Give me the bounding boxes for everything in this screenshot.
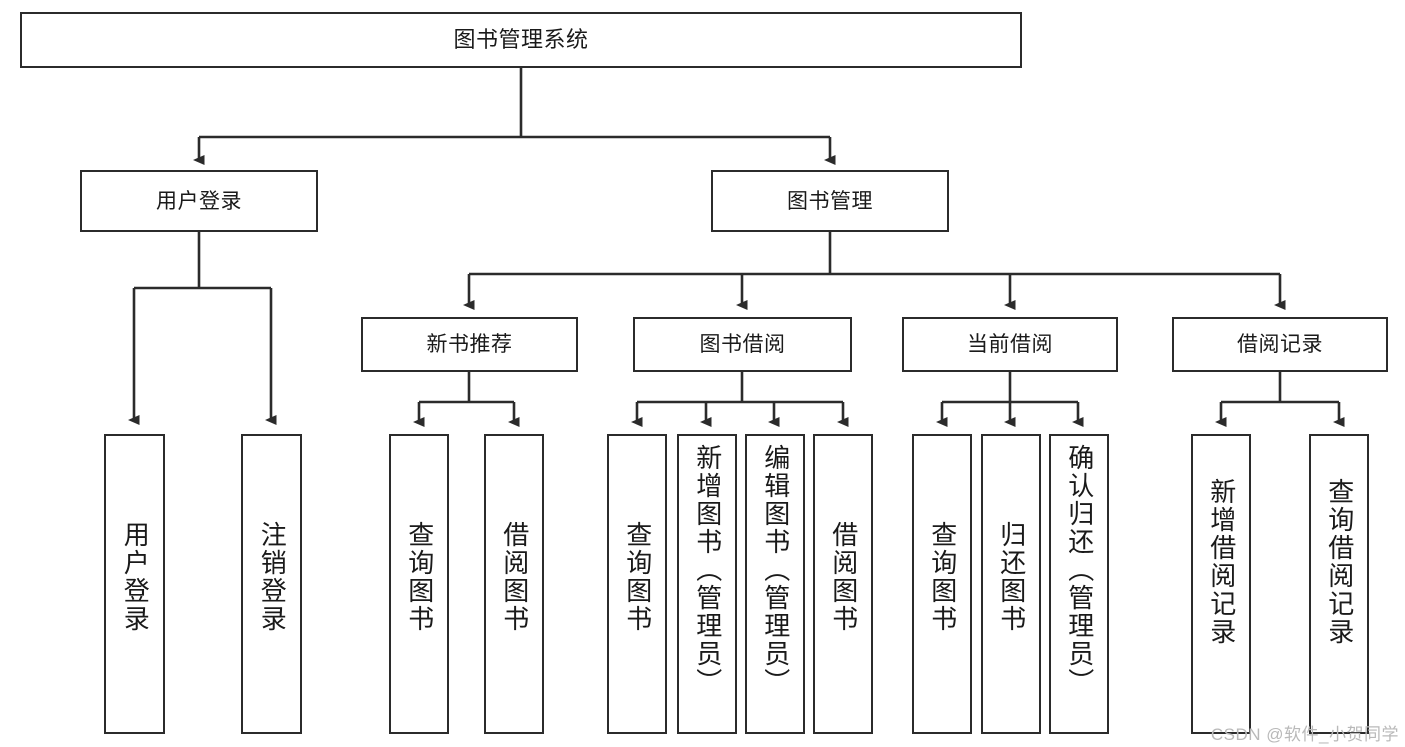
node-leaf-add-record-label: 新增借阅记录 (1206, 478, 1237, 646)
node-book-borrow-label: 图书借阅 (699, 333, 786, 356)
node-leaf-logout[interactable]: 注销登录 (241, 434, 302, 734)
node-new-book-rec-label: 新书推荐 (426, 333, 513, 356)
node-leaf-borrow-book-1-label: 借阅图书 (499, 521, 530, 633)
watermark: CSDN @软件_小贺同学 (1210, 725, 1399, 744)
node-leaf-query-book-2[interactable]: 查询图书 (607, 434, 667, 734)
node-user-login[interactable]: 用户登录 (80, 170, 318, 232)
node-leaf-query-book-1-label: 查询图书 (404, 521, 435, 633)
node-leaf-query-book-3[interactable]: 查询图书 (912, 434, 972, 734)
node-root-label: 图书管理系统 (453, 27, 589, 52)
node-leaf-user-login-label: 用户登录 (120, 521, 151, 633)
node-leaf-edit-book-label: 编辑图书（管理员） (760, 444, 791, 696)
node-book-borrow[interactable]: 图书借阅 (633, 317, 852, 372)
node-book-manage-label: 图书管理 (787, 189, 873, 213)
node-leaf-query-book-1[interactable]: 查询图书 (389, 434, 449, 734)
node-leaf-add-book-label: 新增图书（管理员） (692, 444, 723, 696)
node-leaf-add-record[interactable]: 新增借阅记录 (1191, 434, 1251, 734)
node-user-login-label: 用户登录 (156, 189, 242, 213)
node-current-borrow[interactable]: 当前借阅 (902, 317, 1118, 372)
node-leaf-borrow-book-1[interactable]: 借阅图书 (484, 434, 544, 734)
node-borrow-record-label: 借阅记录 (1237, 333, 1323, 356)
node-leaf-logout-label: 注销登录 (257, 521, 288, 633)
node-leaf-borrow-book-2[interactable]: 借阅图书 (813, 434, 873, 734)
node-leaf-return-book[interactable]: 归还图书 (981, 434, 1041, 734)
node-root[interactable]: 图书管理系统 (20, 12, 1022, 68)
node-leaf-add-book[interactable]: 新增图书（管理员） (677, 434, 737, 734)
node-current-borrow-label: 当前借阅 (967, 333, 1053, 356)
node-leaf-query-book-3-label: 查询图书 (927, 521, 958, 633)
node-new-book-rec[interactable]: 新书推荐 (361, 317, 578, 372)
node-leaf-confirm-return[interactable]: 确认归还（管理员） (1049, 434, 1109, 734)
node-leaf-user-login[interactable]: 用户登录 (104, 434, 165, 734)
node-borrow-record[interactable]: 借阅记录 (1172, 317, 1388, 372)
node-leaf-edit-book[interactable]: 编辑图书（管理员） (745, 434, 805, 734)
node-leaf-confirm-return-label: 确认归还（管理员） (1064, 444, 1095, 696)
node-leaf-return-book-label: 归还图书 (996, 521, 1027, 633)
node-leaf-query-record[interactable]: 查询借阅记录 (1309, 434, 1369, 734)
node-leaf-query-book-2-label: 查询图书 (622, 521, 653, 633)
node-book-manage[interactable]: 图书管理 (711, 170, 949, 232)
node-leaf-borrow-book-2-label: 借阅图书 (828, 521, 859, 633)
node-leaf-query-record-label: 查询借阅记录 (1324, 478, 1355, 646)
